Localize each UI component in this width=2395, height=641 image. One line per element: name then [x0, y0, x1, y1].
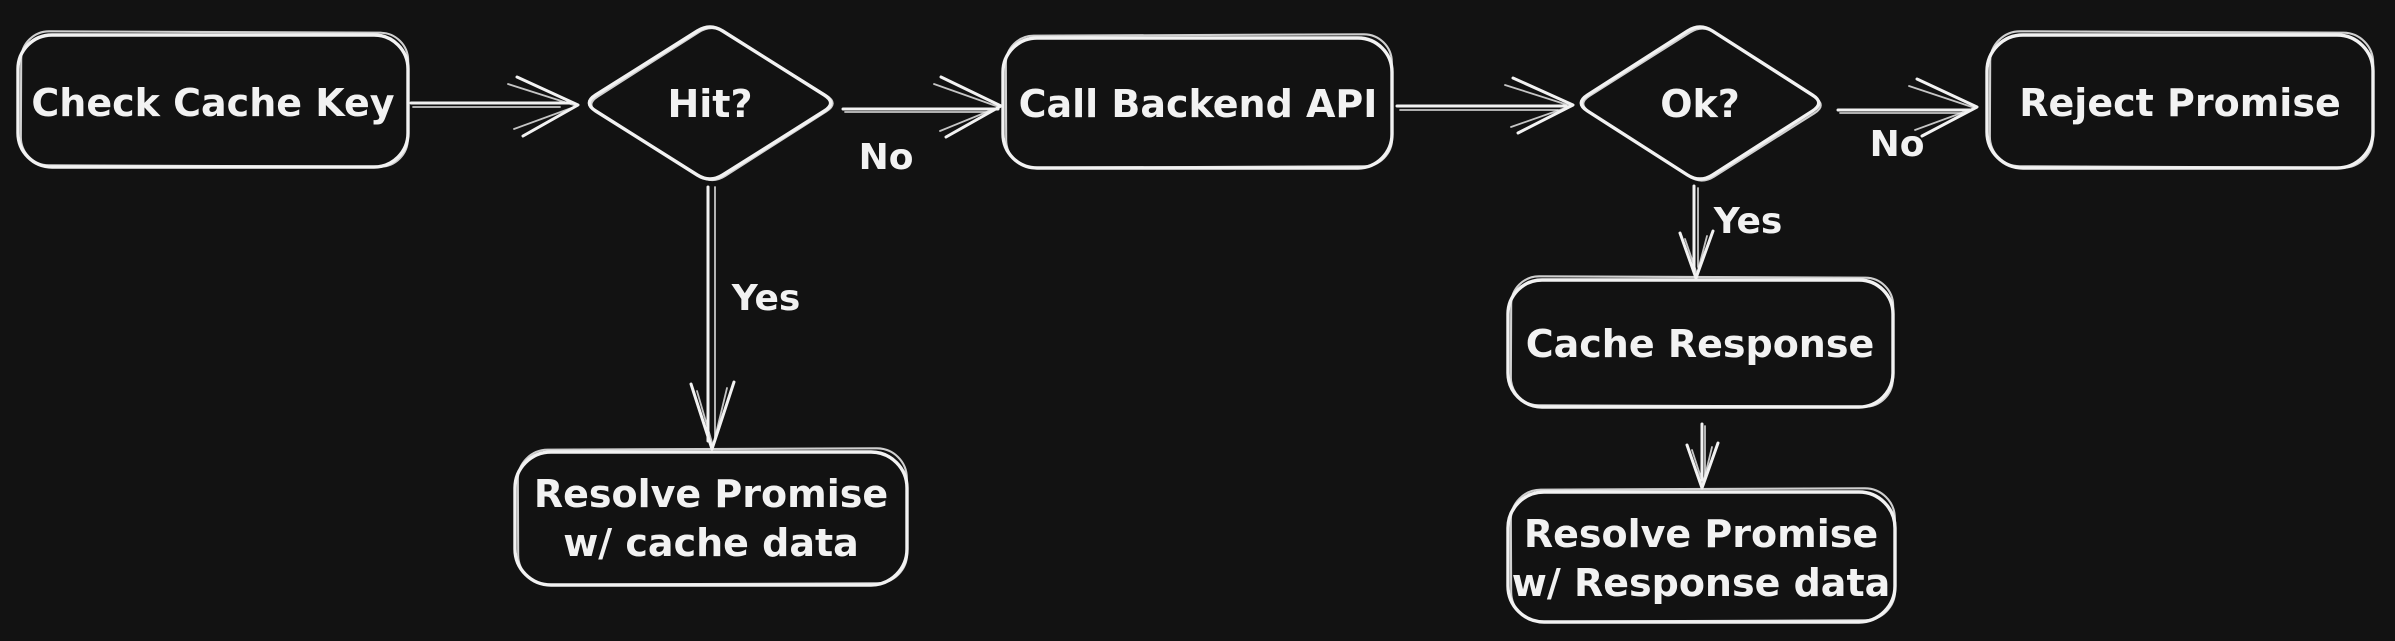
arrowhead-sketch: [1908, 85, 1976, 131]
arrowhead-sketch: [1504, 84, 1572, 128]
process-box-sketch: [1509, 275, 1895, 408]
edge-cache-to-resolve: [1685, 422, 1720, 490]
arrowhead-sketch: [507, 83, 578, 130]
process-box-sketch: [1509, 487, 1897, 623]
node-label-line1: Resolve Promise: [1524, 512, 1878, 556]
arrowhead-sketch: [1684, 235, 1708, 275]
node-check-cache-key: Check Cache Key: [16, 30, 410, 169]
node-label-line2: w/ Response data: [1512, 561, 1891, 605]
process-box-sketch: [1004, 33, 1394, 169]
node-call-backend-api: Call Backend API: [1001, 33, 1394, 170]
node-label: Call Backend API: [1019, 82, 1378, 126]
node-label: Hit?: [667, 82, 752, 126]
decision-diamond-sketch: [590, 26, 834, 182]
arrowhead-sketch: [1691, 446, 1713, 485]
arrowhead: [1511, 76, 1575, 135]
decision-diamond-sketch: [1582, 27, 1822, 182]
edge-label-no: No: [1870, 124, 1925, 165]
node-label-line2: w/ cache data: [563, 521, 859, 565]
edge-hit-yes: Yes: [689, 185, 801, 451]
edge-label-yes: Yes: [731, 278, 801, 319]
arrowhead: [515, 75, 580, 138]
node-resolve-cache: Resolve Promise w/ cache data: [513, 447, 909, 587]
node-ok-decision: Ok?: [1579, 25, 1822, 182]
node-label: Check Cache Key: [31, 81, 394, 125]
node-label: Reject Promise: [2019, 81, 2340, 125]
edge-label-yes: Yes: [1713, 201, 1783, 242]
edge-ok-yes: Yes: [1678, 184, 1783, 280]
node-reject-promise: Reject Promise: [1985, 30, 2375, 170]
node-hit-decision: Hit?: [587, 25, 834, 182]
node-label-line1: Resolve Promise: [534, 472, 888, 516]
node-resolve-response: Resolve Promise w/ Response data: [1506, 487, 1897, 624]
arrowhead-sketch: [696, 387, 728, 447]
process-box-sketch: [516, 447, 909, 586]
process-box-sketch: [1988, 30, 2375, 169]
edge-check-to-hit: [409, 75, 580, 138]
arrowhead: [939, 75, 1003, 139]
node-cache-response: Cache Response: [1506, 275, 1895, 409]
edge-label-no: No: [859, 137, 914, 178]
node-label: Cache Response: [1526, 322, 1875, 366]
node-label: Ok?: [1660, 82, 1740, 126]
edge-hit-no: No: [841, 75, 1003, 178]
edge-backend-to-ok: [1395, 76, 1575, 135]
edge-ok-no: No: [1836, 77, 1979, 165]
arrowhead: [1915, 77, 1979, 138]
arrowhead-sketch: [933, 83, 1000, 132]
process-box-sketch: [19, 30, 410, 168]
